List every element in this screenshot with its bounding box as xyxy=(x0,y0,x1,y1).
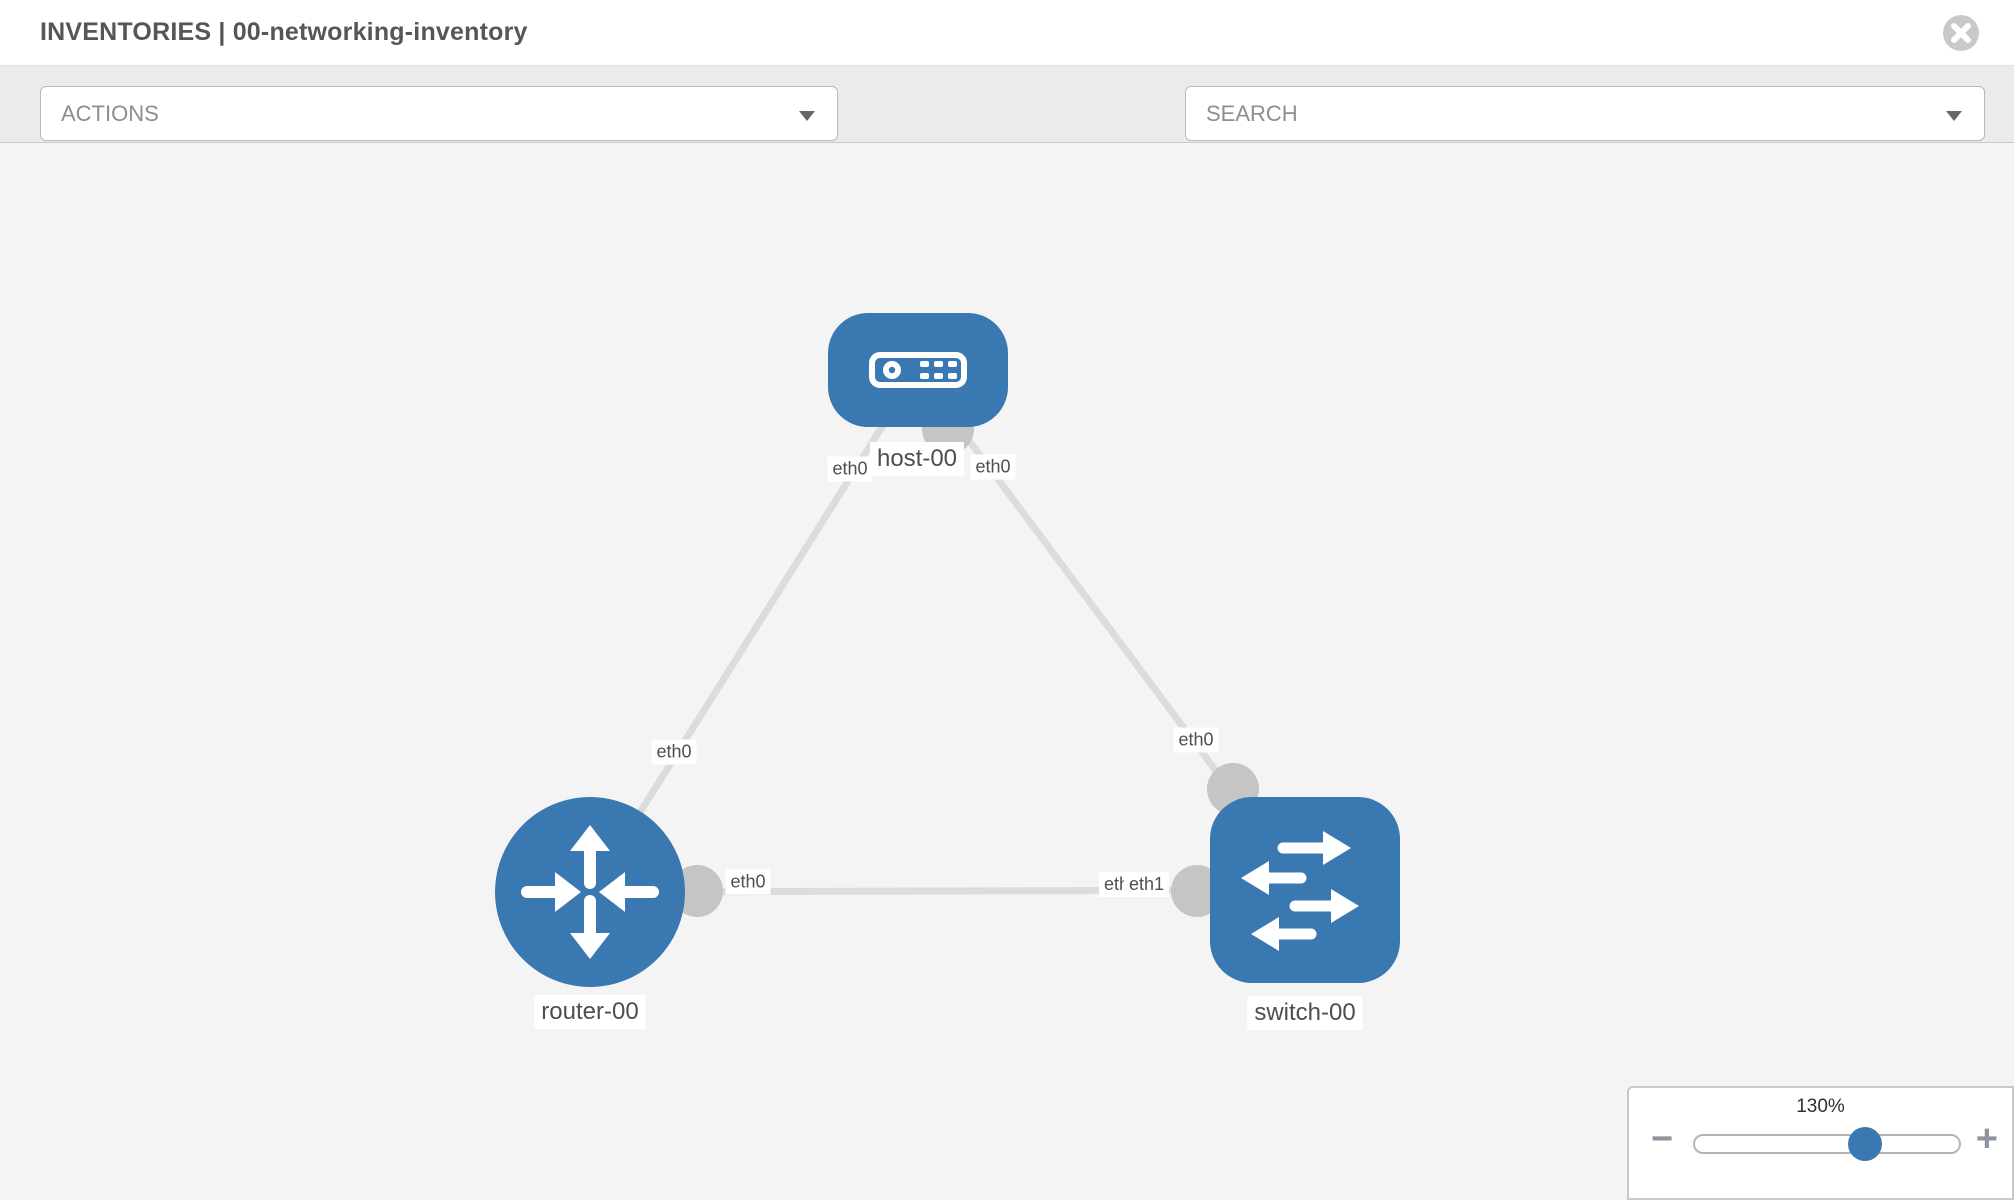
search-select[interactable]: SEARCH xyxy=(1185,86,1985,141)
iface-label-router-eth0-link: eth0 xyxy=(651,739,697,765)
iface-label-host-eth0-left: eth0 xyxy=(827,456,873,482)
node-label-switch: switch-00 xyxy=(1247,996,1363,1030)
zoom-value: 130% xyxy=(1796,1096,1845,1117)
chevron-down-icon xyxy=(799,111,815,121)
topology-edges-layer xyxy=(587,368,1308,917)
zoom-slider-handle[interactable] xyxy=(1848,1127,1882,1161)
close-icon xyxy=(1943,15,1979,51)
actions-select-label: ACTIONS xyxy=(61,101,159,126)
zoom-in-button[interactable]: + xyxy=(1975,1118,1998,1160)
iface-label-switch-eth1: eth1 xyxy=(1124,872,1170,897)
iface-label-switch-eth0: eth0 xyxy=(1173,727,1219,753)
page-header: INVENTORIES | 00-networking-inventory xyxy=(0,0,2014,66)
topology-canvas[interactable]: host-00 router-00 switch-00 eth0 eth0 et… xyxy=(0,143,2014,1200)
node-host-00[interactable] xyxy=(828,313,1008,427)
node-router-00[interactable] xyxy=(495,797,685,987)
zoom-out-button[interactable]: − xyxy=(1651,1118,1674,1160)
chevron-down-icon xyxy=(1946,111,1962,121)
iface-label-router-eth0: eth0 xyxy=(725,869,771,895)
toolbar: ACTIONS SEARCH xyxy=(0,66,2014,203)
close-button[interactable] xyxy=(1942,14,1980,52)
host-icon xyxy=(869,352,967,388)
switch-icon xyxy=(1241,831,1359,951)
actions-select[interactable]: ACTIONS xyxy=(40,86,838,141)
search-select-label: SEARCH xyxy=(1206,101,1298,126)
node-label-router: router-00 xyxy=(534,995,646,1029)
router-icon xyxy=(521,825,659,959)
page-title: INVENTORIES | 00-networking-inventory xyxy=(40,18,528,46)
zoom-control-panel: 130% − + xyxy=(1627,1086,2014,1200)
zoom-slider-track[interactable] xyxy=(1693,1134,1961,1154)
iface-label-host-eth0-right: eth0 xyxy=(970,454,1016,480)
node-switch-00[interactable] xyxy=(1210,797,1400,983)
node-label-host: host-00 xyxy=(869,442,965,476)
